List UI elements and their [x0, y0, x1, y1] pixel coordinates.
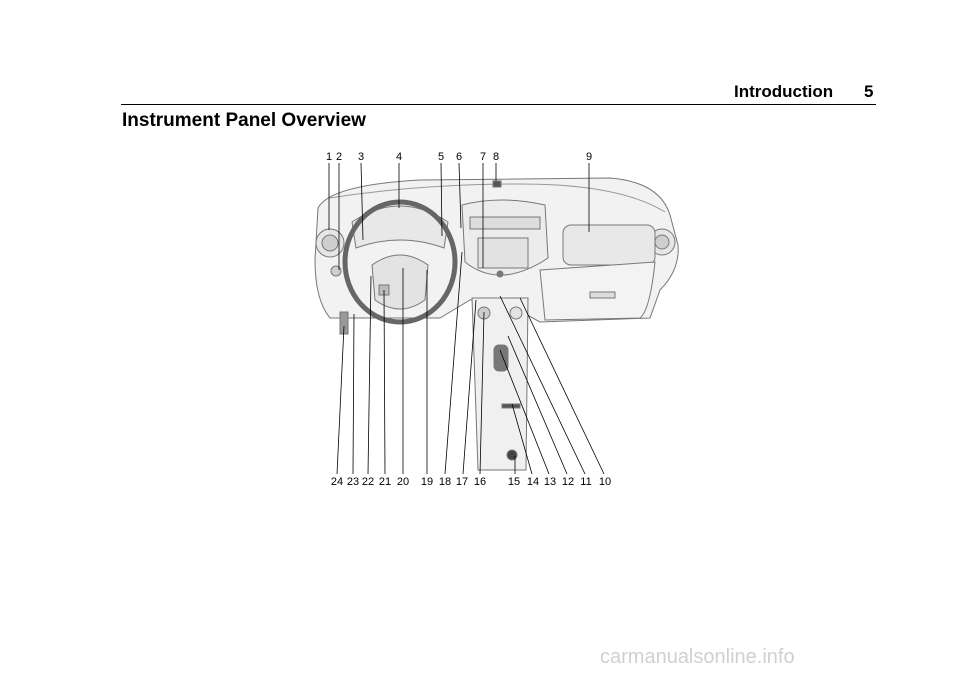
page-number: 5	[864, 82, 874, 101]
callout-2: 2	[336, 151, 342, 163]
top-leader-lines	[328, 162, 590, 270]
callout-20: 20	[397, 476, 409, 488]
callout-6: 6	[456, 151, 462, 163]
top-callouts: 1 2 3 4 5 6 7 8 9	[326, 151, 592, 163]
callout-19: 19	[421, 476, 433, 488]
watermark: carmanualsonline.info	[600, 646, 795, 668]
callout-18: 18	[439, 476, 451, 488]
callout-21: 21	[379, 476, 391, 488]
callout-14: 14	[527, 476, 539, 488]
callout-10: 10	[599, 476, 611, 488]
callout-5: 5	[438, 151, 444, 163]
callout-13: 13	[544, 476, 556, 488]
callout-9: 9	[586, 151, 592, 163]
callout-11: 11	[580, 476, 591, 488]
callout-8: 8	[493, 151, 499, 163]
callout-23: 23	[347, 476, 359, 488]
page-title: Instrument Panel Overview	[122, 110, 366, 131]
page-header: Introduction 5	[0, 0, 960, 110]
callout-17: 17	[456, 476, 468, 488]
callout-16: 16	[474, 476, 486, 488]
callout-12: 12	[562, 476, 574, 488]
callout-4: 4	[396, 151, 402, 163]
section-title: Introduction	[734, 82, 834, 101]
callout-3: 3	[358, 151, 364, 163]
header-rule	[121, 104, 876, 105]
bottom-leader-lines	[336, 251, 605, 475]
dashboard-drawing	[314, 177, 679, 471]
bottom-callouts: 24 23 22 21 20 19 18 17 16 15 14 13 12 1…	[331, 476, 611, 488]
callout-15: 15	[508, 476, 520, 488]
callout-22: 22	[362, 476, 374, 488]
callout-1: 1	[326, 151, 332, 163]
callout-7: 7	[480, 151, 486, 163]
callout-24: 24	[331, 476, 343, 488]
